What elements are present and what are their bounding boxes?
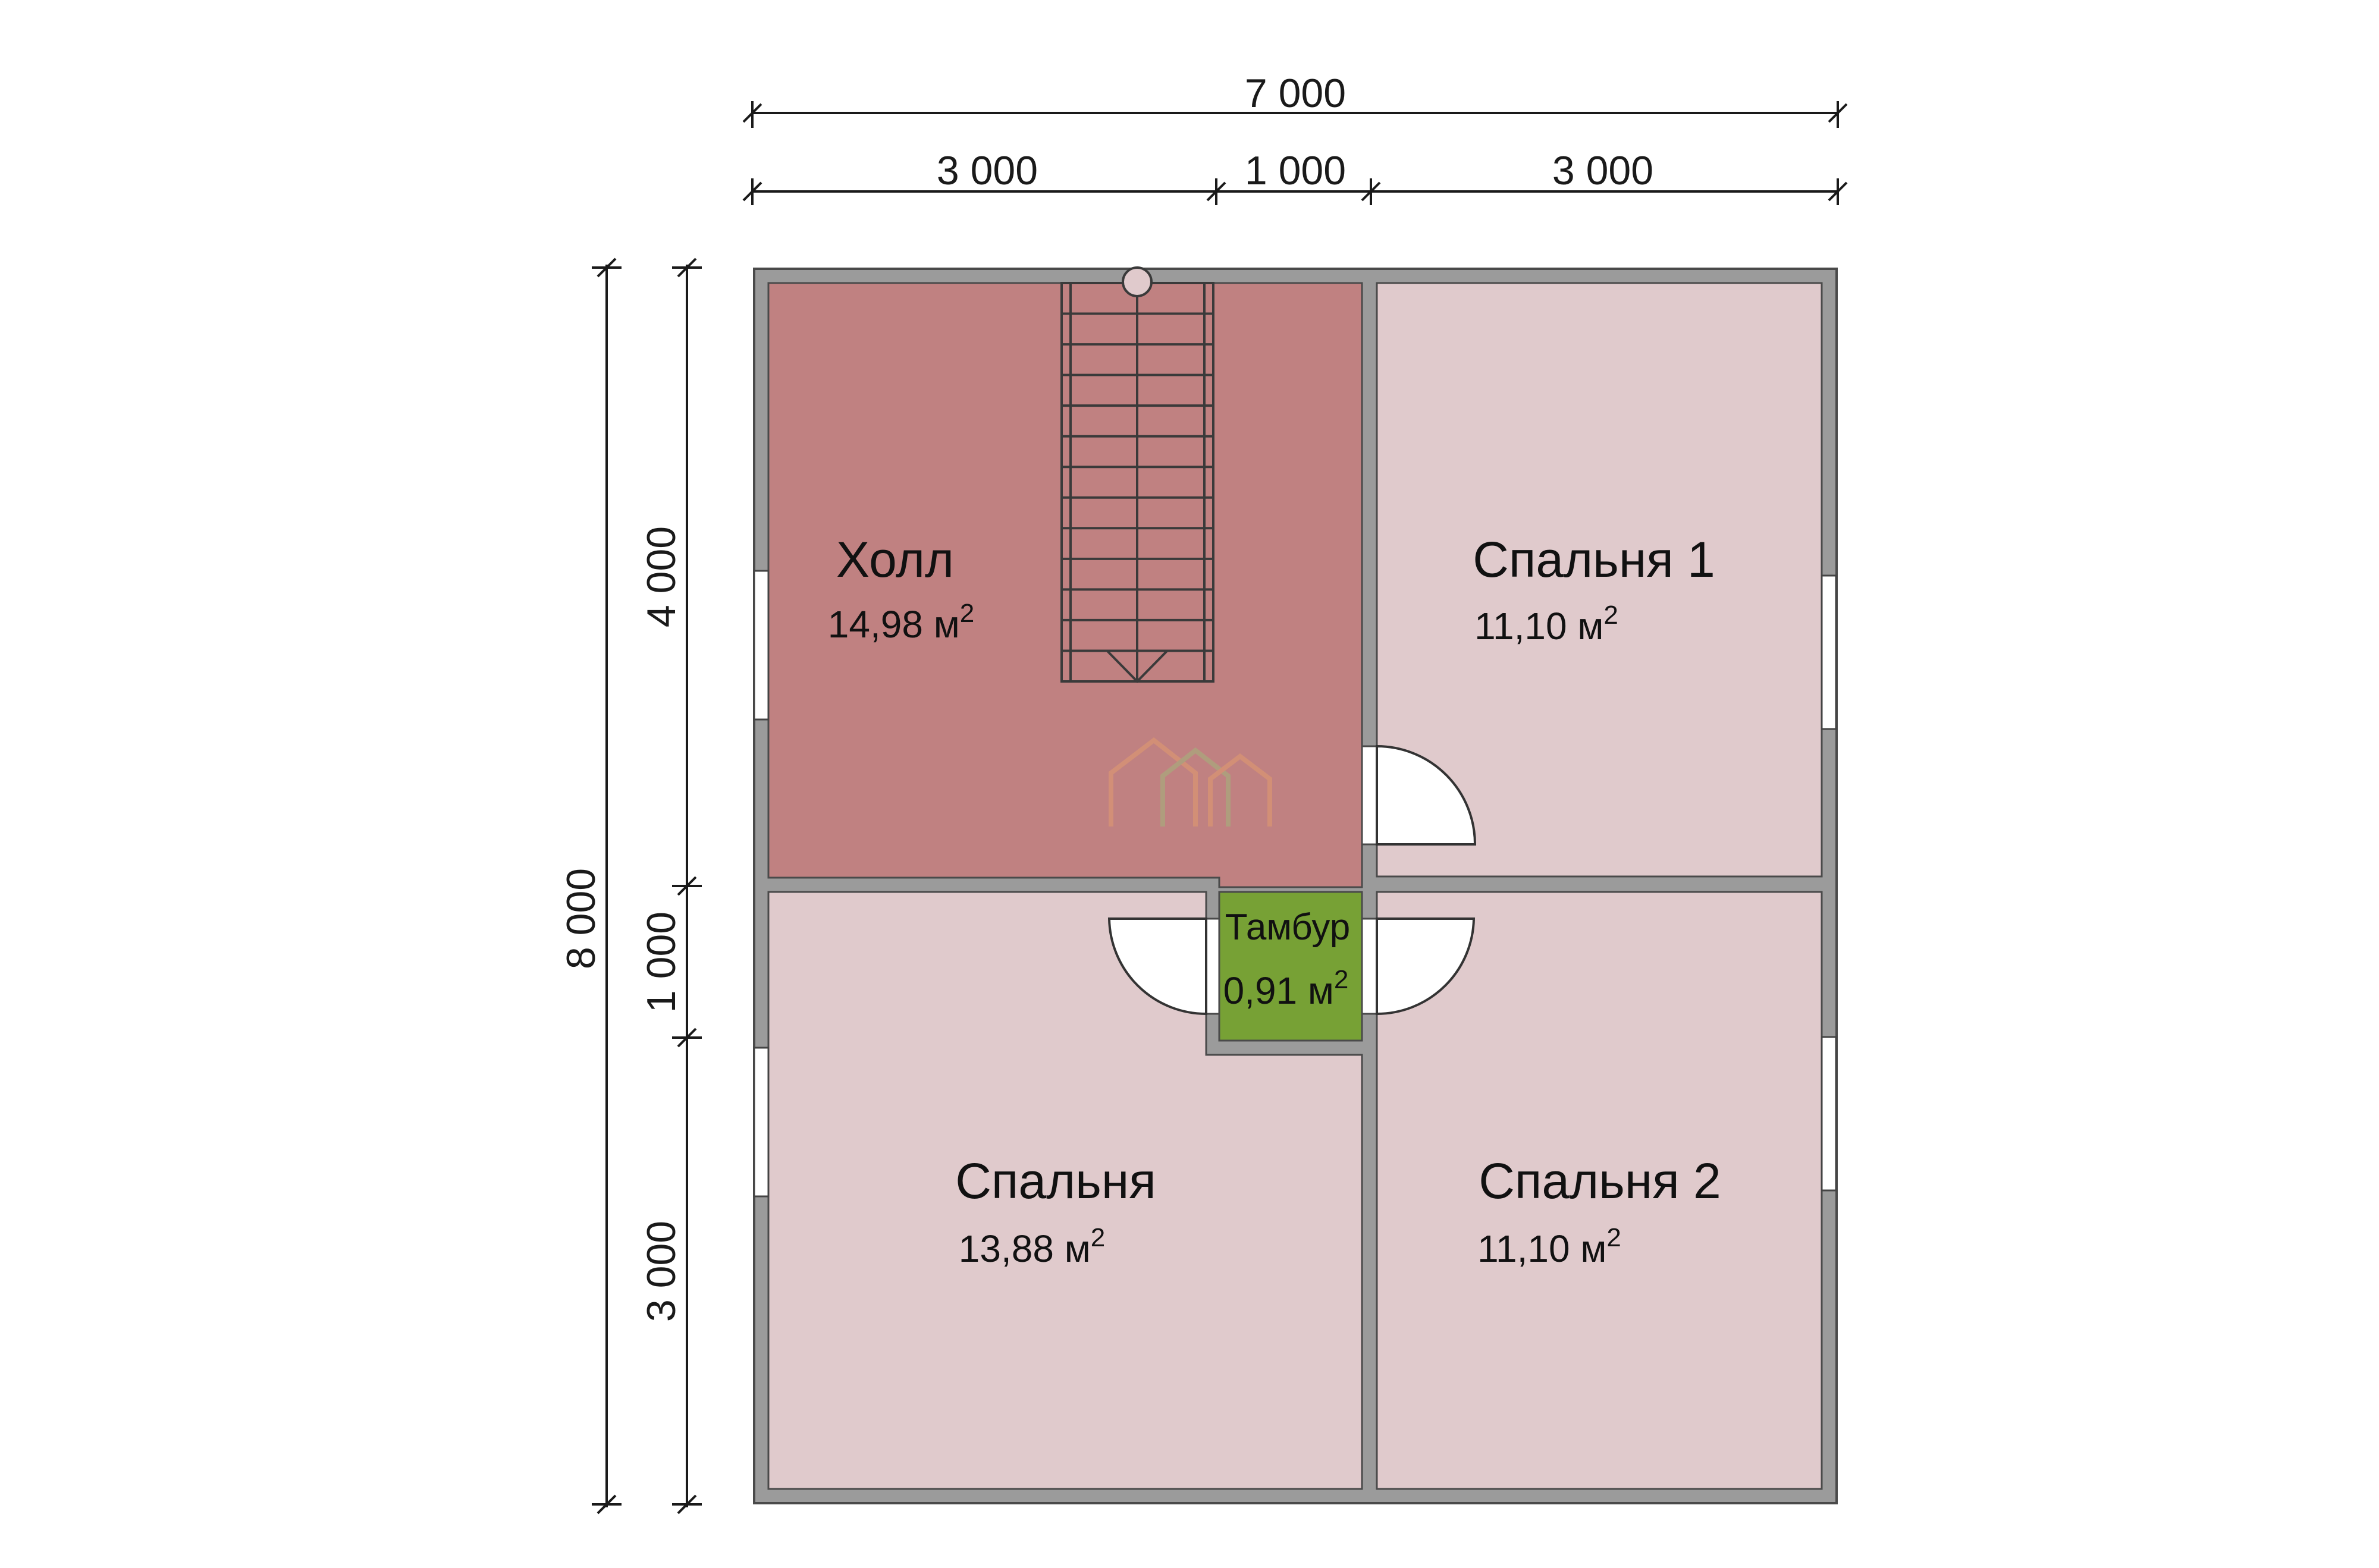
room-bedroom-1 <box>1376 282 1823 878</box>
top-dimensions: 7 000 3 000 1 000 3 000 <box>742 71 1848 205</box>
staircase <box>1060 266 1214 683</box>
bedroom-1-area: 11,10 м2 <box>1474 601 1618 648</box>
windows <box>753 570 1837 1198</box>
hall-area: 14,98 м2 <box>828 599 974 646</box>
left-total-dim: 8 000 <box>558 868 604 969</box>
vestibule-name: Тамбур <box>1225 907 1350 948</box>
doors <box>1107 744 1477 1016</box>
top-segment-dim-3: 3 000 <box>1552 148 1653 193</box>
top-segment-dim-1: 3 000 <box>937 148 1038 193</box>
bedroom-2-area: 11,10 м2 <box>1477 1223 1621 1270</box>
bedroom-name: Спальня <box>955 1153 1156 1209</box>
door-bedroom-1 <box>1376 744 1477 846</box>
watermark-logo-icon <box>1109 737 1272 827</box>
window-bedroom <box>753 1047 770 1198</box>
left-segment-dim-3: 3 000 <box>639 1221 684 1322</box>
vestibule-area: 0,91 м2 <box>1223 965 1349 1012</box>
door-bedroom <box>1107 917 1207 1016</box>
stair-start-circle-icon <box>1122 266 1153 297</box>
left-dimensions: 8 000 4 000 1 000 3 000 <box>558 257 702 1514</box>
door-bedroom-2 <box>1376 917 1476 1016</box>
bedroom-1-name: Спальня 1 <box>1473 532 1715 587</box>
hall-name: Холл <box>836 532 954 587</box>
left-segment-dim-2: 1 000 <box>639 912 684 1013</box>
room-labels: Холл 14,98 м2 Спальня 1 11,10 м2 Тамбур … <box>828 532 1721 1270</box>
left-segment-dim-1: 4 000 <box>639 526 684 627</box>
room-bedroom-2 <box>1376 891 1823 1490</box>
top-segment-dim-2: 1 000 <box>1245 148 1346 193</box>
bedroom-2-name: Спальня 2 <box>1479 1153 1721 1209</box>
bedroom-area: 13,88 м2 <box>959 1223 1105 1270</box>
window-bedroom-2 <box>1821 1036 1837 1192</box>
room-bedroom <box>767 891 1363 1490</box>
window-hall <box>753 570 770 721</box>
window-bedroom-1 <box>1821 574 1837 730</box>
top-total-dim: 7 000 <box>1245 71 1346 116</box>
